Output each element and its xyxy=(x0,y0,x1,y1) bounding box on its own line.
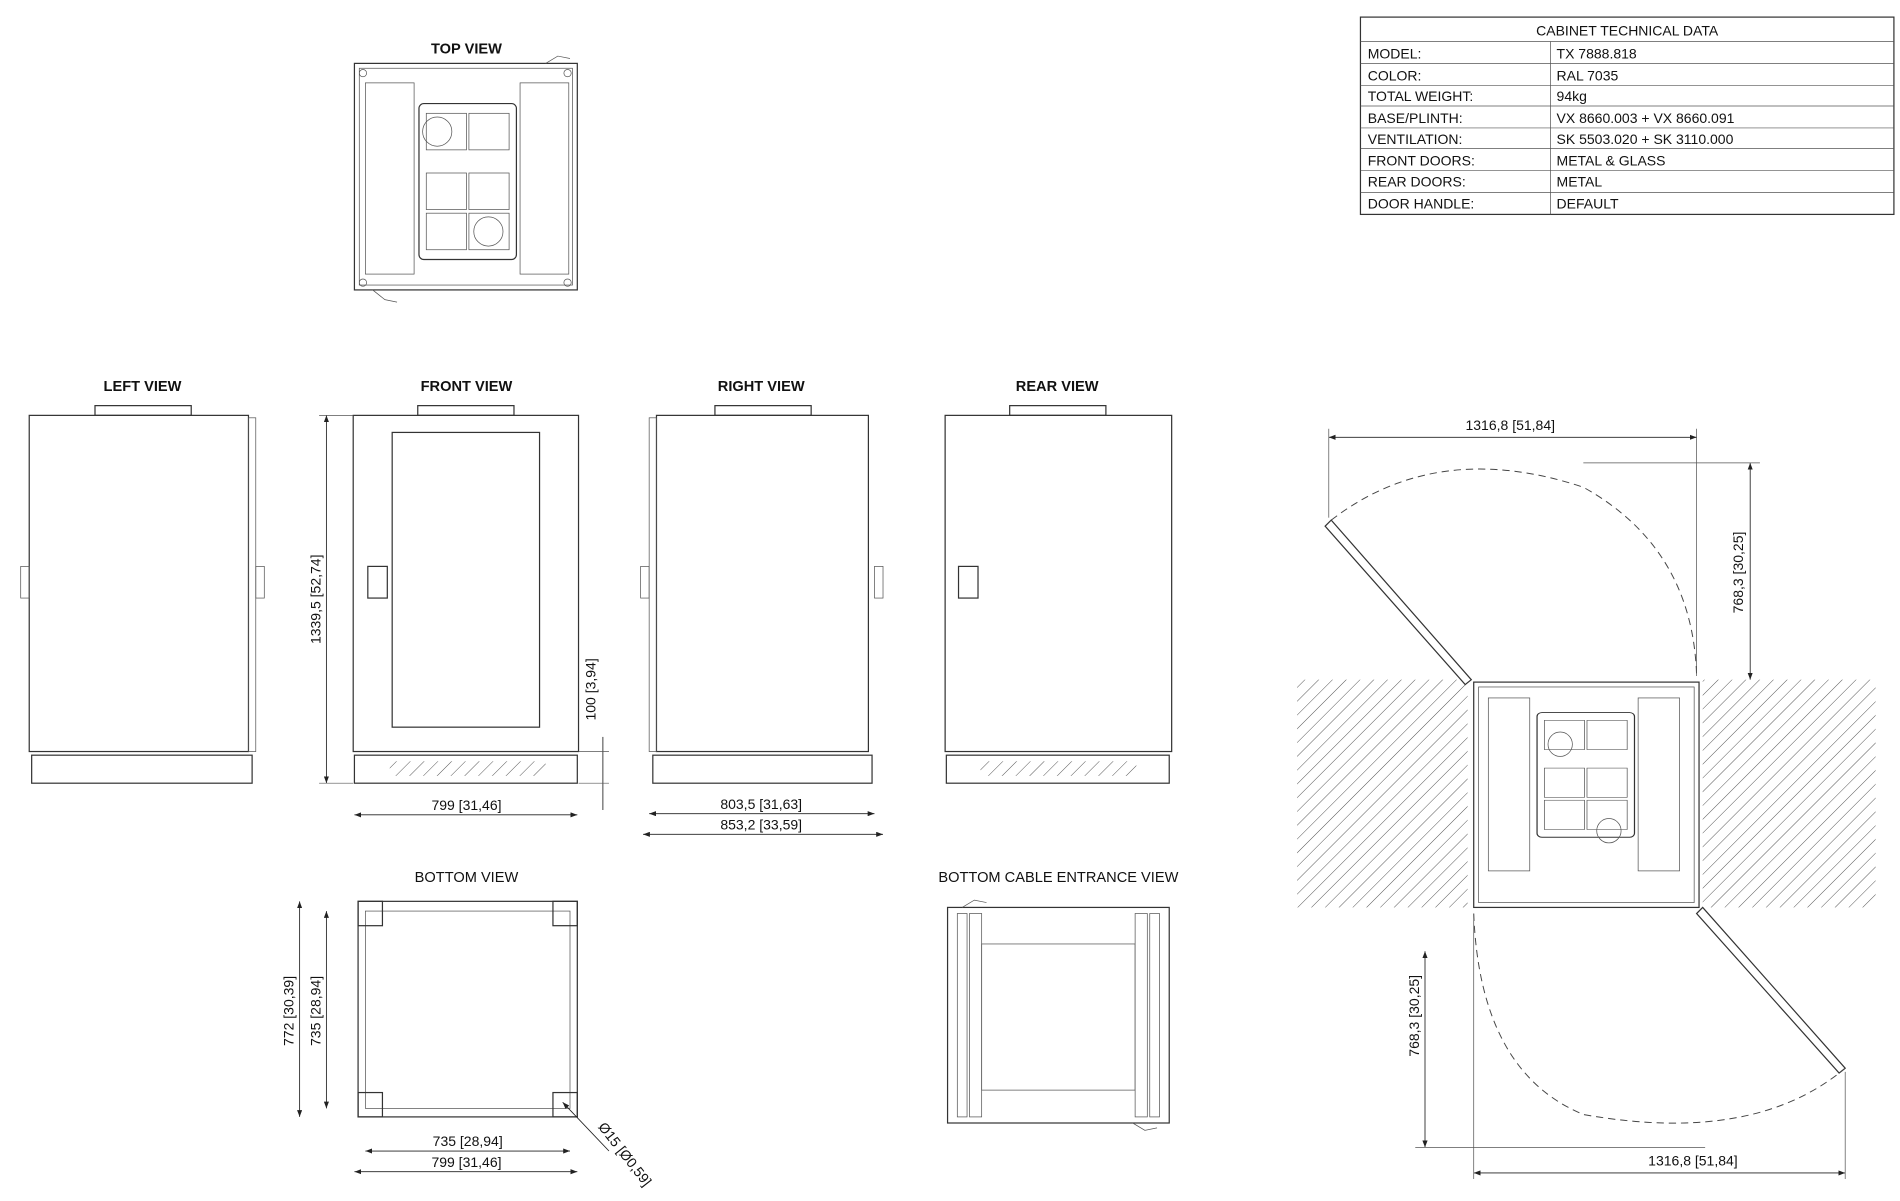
table-row: MODEL: TX 7888.818 xyxy=(1360,46,1894,64)
vent-grille xyxy=(980,761,1137,776)
door-handle xyxy=(957,565,979,599)
svg-text:COLOR:: COLOR: xyxy=(1368,67,1422,83)
side-total-depth-dimension: 853,2 [33,59] xyxy=(720,816,802,832)
svg-text:METAL & GLASS: METAL & GLASS xyxy=(1557,153,1666,169)
open-door-top xyxy=(1324,519,1473,686)
svg-text:TX 7888.818: TX 7888.818 xyxy=(1557,46,1637,62)
svg-text:94kg: 94kg xyxy=(1557,88,1587,104)
swing-depth-bottom-dimension: 768,3 [30,25] xyxy=(1406,975,1422,1057)
top-view-title: TOP VIEW xyxy=(431,42,502,58)
table-row: FRONT DOORS: METAL & GLASS xyxy=(1360,153,1894,171)
table-row: COLOR: RAL 7035 xyxy=(1360,67,1894,86)
bottom-width-inner-dimension: 735 [28,94] xyxy=(433,1133,503,1149)
svg-text:FRONT DOORS:: FRONT DOORS: xyxy=(1368,153,1475,169)
fan-icon xyxy=(473,216,504,247)
technical-data-table: CABINET TECHNICAL DATA MODEL: TX 7888.818… xyxy=(1359,16,1895,216)
svg-text:VENTILATION:: VENTILATION: xyxy=(1368,131,1463,147)
wall-hatch-right xyxy=(1702,679,1876,908)
vent-grille xyxy=(389,761,546,776)
bottom-depth-inner-dimension: 735 [28,94] xyxy=(307,976,323,1046)
table-row: DOOR HANDLE: DEFAULT xyxy=(1368,195,1619,211)
height-dimension: 1339,5 [52,74] xyxy=(307,555,323,645)
bottom-view: BOTTOM VIEW 772 [30,39] 735 [28,94] 735 … xyxy=(281,870,655,1189)
svg-text:METAL: METAL xyxy=(1557,173,1603,189)
svg-text:RAL 7035: RAL 7035 xyxy=(1557,67,1619,83)
svg-text:MODEL:: MODEL: xyxy=(1368,46,1422,62)
table-row: REAR DOORS: METAL xyxy=(1360,173,1894,193)
svg-text:DOOR HANDLE:: DOOR HANDLE: xyxy=(1368,195,1475,211)
swing-depth-top-dimension: 768,3 [30,25] xyxy=(1730,532,1746,614)
front-width-dimension: 799 [31,46] xyxy=(431,797,501,813)
rear-view-title: REAR VIEW xyxy=(1016,379,1099,395)
swing-width-top-dimension: 1316,8 [51,84] xyxy=(1465,417,1555,433)
bottom-view-title: BOTTOM VIEW xyxy=(415,870,519,886)
right-view: RIGHT VIEW 803,5 [31,63] 853,2 [33,59] xyxy=(640,379,884,837)
svg-text:BASE/PLINTH:: BASE/PLINTH: xyxy=(1368,110,1463,126)
front-view: FRONT VIEW 1339,5 [52,74] 100 [3,94] 799… xyxy=(307,379,609,818)
right-view-title: RIGHT VIEW xyxy=(718,379,805,395)
swing-width-bottom-dimension: 1316,8 [51,84] xyxy=(1648,1153,1738,1169)
table-row: VENTILATION: SK 5503.020 + SK 3110.000 xyxy=(1360,131,1894,150)
table-row: TOTAL WEIGHT: 94kg xyxy=(1360,88,1894,107)
fan-icon xyxy=(1547,731,1573,757)
door-swing-plan: 1316,8 [51,84] 768,3 [30,25] 768,3 [30,2… xyxy=(1297,417,1876,1180)
bottom-cable-view-title: BOTTOM CABLE ENTRANCE VIEW xyxy=(938,870,1178,886)
fan-module xyxy=(418,102,518,261)
top-view: TOP VIEW xyxy=(353,42,578,303)
fan-icon xyxy=(422,116,453,147)
glass-panel xyxy=(391,431,541,728)
rear-view: REAR VIEW xyxy=(944,379,1173,784)
left-view: LEFT VIEW xyxy=(20,379,265,784)
bottom-depth-outer-dimension: 772 [30,39] xyxy=(281,976,297,1046)
svg-text:DEFAULT: DEFAULT xyxy=(1557,195,1619,211)
svg-text:SK 5503.020 + SK 3110.000: SK 5503.020 + SK 3110.000 xyxy=(1557,131,1734,147)
side-depth-dimension: 803,5 [31,63] xyxy=(720,796,802,812)
door-handle xyxy=(367,565,388,599)
front-view-title: FRONT VIEW xyxy=(421,379,513,395)
open-door-bottom xyxy=(1695,906,1847,1074)
svg-text:REAR DOORS:: REAR DOORS: xyxy=(1368,173,1466,189)
fan-module xyxy=(1536,711,1636,838)
fan-icon xyxy=(1596,818,1622,844)
svg-text:VX 8660.003 + VX 8660.091: VX 8660.003 + VX 8660.091 xyxy=(1557,110,1735,126)
wall-hatch-left xyxy=(1297,679,1468,908)
table-title: CABINET TECHNICAL DATA xyxy=(1536,22,1719,38)
hole-diameter-dimension: Ø15 [Ø0,59] xyxy=(595,1119,655,1189)
plinth-height-dimension: 100 [3,94] xyxy=(583,658,599,720)
bottom-width-outer-dimension: 799 [31,46] xyxy=(431,1154,501,1170)
table-row: BASE/PLINTH: VX 8660.003 + VX 8660.091 xyxy=(1360,110,1894,129)
svg-text:TOTAL WEIGHT:: TOTAL WEIGHT: xyxy=(1368,88,1474,104)
bottom-cable-entrance-view: BOTTOM CABLE ENTRANCE VIEW xyxy=(938,870,1179,1131)
left-view-title: LEFT VIEW xyxy=(104,379,182,395)
